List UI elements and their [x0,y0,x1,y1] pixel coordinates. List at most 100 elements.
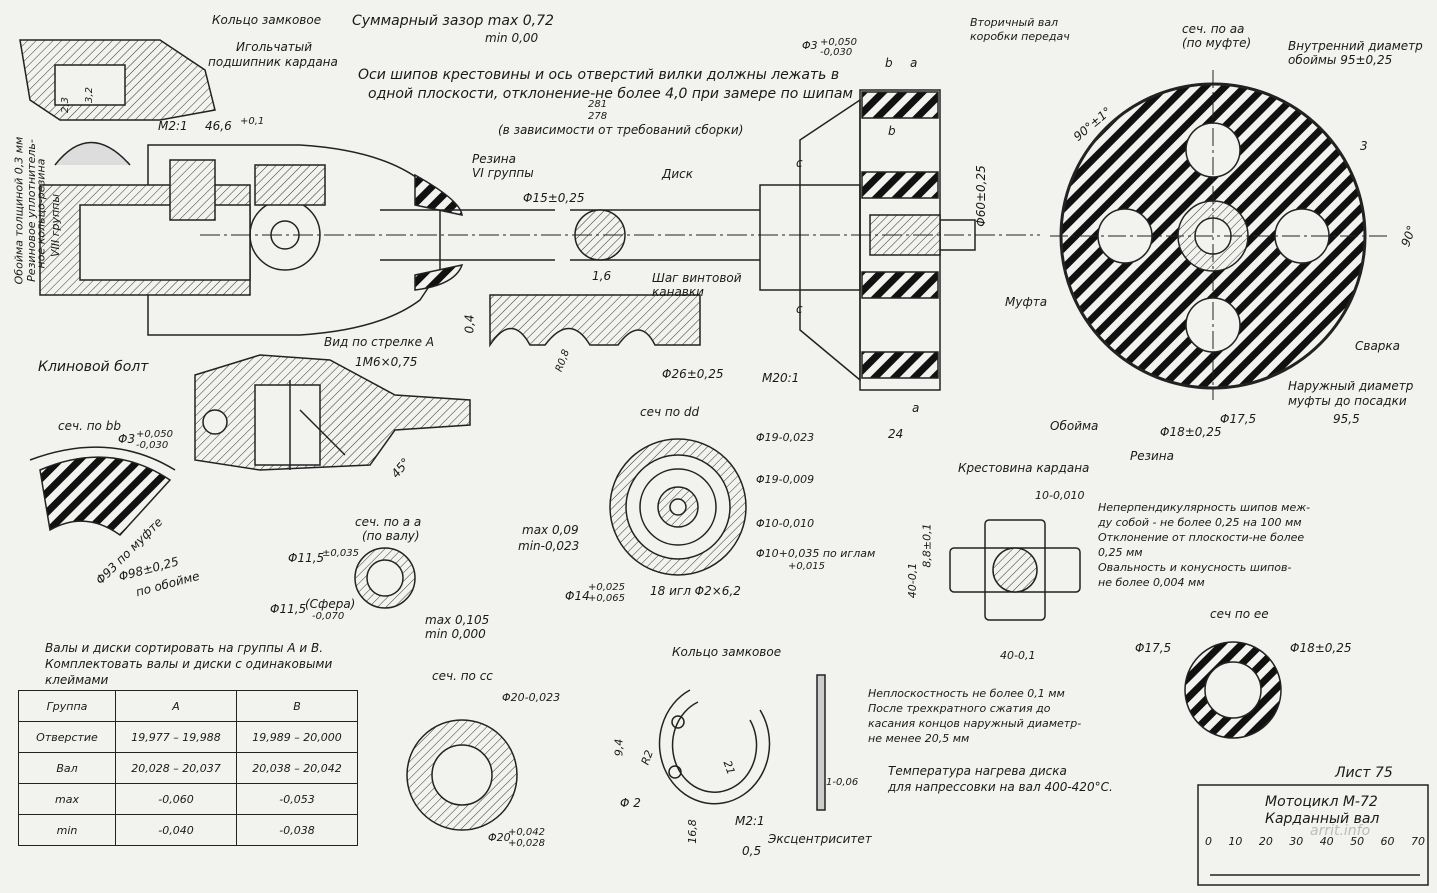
table-header-cell: В [236,690,358,722]
outer-diameter-value: 95,5 [1333,412,1360,426]
mark-c-bottom: c [796,302,803,316]
cross-title: Крестовина кардана [958,461,1090,475]
mark-b-top: b [885,56,893,70]
section-aa-shaft [354,547,416,609]
scale-m2-top: M2:1 [158,119,188,133]
outer-diameter-label-1: Наружный диаметр [1288,379,1414,393]
tolerance-note-3: Отклонение от плоскости-не более [1098,531,1305,544]
pitch-label-1: Шаг винтовой [652,271,742,285]
temperature-note-1: Температура нагрева диска [888,764,1067,778]
needle-bearing-label-2: подшипник кардана [208,55,338,69]
scale-tick: 50 [1350,835,1365,848]
max-0105: max 0,105 [425,613,490,627]
dim-3: 3 [1360,139,1368,153]
section-dd [609,438,747,576]
view-a [194,354,471,471]
dim-1-006: 1-0,06 [826,777,859,788]
lock-ring-title: Кольцо замковое [672,645,782,659]
table-header-cell: Группа [18,690,116,722]
scale-m2-ring: M2:1 [735,814,765,828]
phi60-dim: Φ60±0,25 [973,165,988,227]
cage-label: Обойма [1050,419,1099,433]
section-bb-phi3: Φ3 [118,432,136,446]
phi18-ee: Φ18±0,25 [1290,641,1352,655]
phi20-bottom: Φ20 [488,831,511,844]
phi175-dim: Φ17,5 [1220,412,1257,426]
scale-tick: 40 [1319,835,1334,848]
table-cell: max [18,783,116,815]
table-cell: 20,028 – 20,037 [115,752,237,784]
tolerance-note-1: Неперпендикулярность шипов меж- [1098,501,1311,514]
phi20-top: Φ20-0,023 [502,691,561,704]
table-row: Отверстие 19,977 – 19,988 19,989 – 20,00… [18,721,358,753]
table-cell: -0,060 [115,783,237,815]
phi3-tol-lower: -0,030 [820,47,853,58]
table-cell: Вал [18,752,116,784]
axis-note-1: Оси шипов крестовины и ось отверстий вил… [358,67,840,83]
dim-466-tol: +0,1 [240,116,265,127]
phi14: Φ14 [565,589,590,603]
scale-tick: 60 [1380,835,1395,848]
sort-note-3: клеймами [45,673,109,687]
dim-94: 9,4 [612,738,626,757]
needle-bearing-label-1: Игольчатый [236,40,313,54]
section-dd-label: сеч по dd [640,405,700,419]
tolerance-note-6: не более 0,004 мм [1098,576,1205,589]
left-note-1: Обойма толщиной 0,3 мм [12,136,26,285]
dim-88: 8,8±0,1 [920,523,934,568]
section-aa-shaft-label-1: сеч. по а а [355,515,422,529]
table-cell: -0,040 [115,814,237,846]
section-bb-label: сеч. по bb [58,419,121,433]
dim-04: 0,4 [462,314,477,334]
flatness-note-2: После трехкратного сжатия до [868,702,1051,715]
phi14-tol-lower: +0,065 [588,593,626,604]
table-header-row: Группа А В [18,690,358,722]
phi3-dim: Φ3 [802,39,818,52]
table-cell: min [18,814,116,846]
phi115-a: Φ11,5 [288,551,325,565]
scale-m20: M20:1 [762,371,800,385]
title-line-1: Мотоцикл М-72 [1265,794,1378,810]
outer-diameter-label-2: муфты до посадки [1288,394,1407,408]
section-cc-label: сеч. по сс [432,669,493,683]
axis-dim-bottom: 278 [588,111,608,122]
dim-10: 10-0,010 [1035,489,1085,502]
flatness-note-1: Неплоскостность не более 0,1 мм [868,687,1065,700]
secondary-shaft-label-2: коробки передач [970,30,1070,43]
main-assembly [19,39,1040,391]
sort-note-2: Комплектовать валы и диски с одинаковыми [45,657,333,671]
phi20-bottom-tol-lower: +0,028 [508,838,546,849]
phi20-bottom-tol-upper: +0,042 [508,827,546,838]
phi14-tol-upper: +0,025 [588,582,626,593]
phi115-b-sphere: (Сфера) [305,597,356,611]
phi175-ee: Φ17,5 [1135,641,1172,655]
table-row: Вал 20,028 – 20,037 20,038 – 20,042 [18,752,358,784]
section-ee [1184,641,1282,739]
coupling-label: Муфта [1005,295,1048,309]
mark-a-top: a [910,56,918,70]
table-cell: Отверстие [18,721,116,753]
min-0000: min 0,000 [425,627,486,641]
table-row: min -0,040 -0,038 [18,814,358,846]
dim-32: 3,2 [83,87,95,103]
max-009: max 0,09 [522,523,579,537]
scale-tick: 0 [1205,835,1212,848]
section-aa-coupling-label-2: (по муфте) [1182,36,1252,50]
flatness-note-3: касания концов наружный диаметр- [868,717,1082,730]
mark-b-lower: b [888,124,896,138]
scale-tick: 70 [1410,835,1425,848]
m6-thread: 1M6×0,75 [355,355,418,369]
scale-tick: 10 [1228,835,1243,848]
dim-16: 1,6 [592,269,612,283]
dim-05: 0,5 [742,844,762,858]
phi10-b-tol: +0,015 [788,561,826,572]
section-bb [29,446,176,536]
secondary-shaft-label-1: Вторичный вал [970,16,1059,29]
inner-diameter-label-2: обоймы 95±0,25 [1288,53,1393,67]
title-block [1197,784,1429,886]
scale-tick: 20 [1258,835,1273,848]
dim-168: 16,8 [685,819,699,844]
section-aa-coupling [1050,70,1390,400]
section-cc [406,719,518,831]
